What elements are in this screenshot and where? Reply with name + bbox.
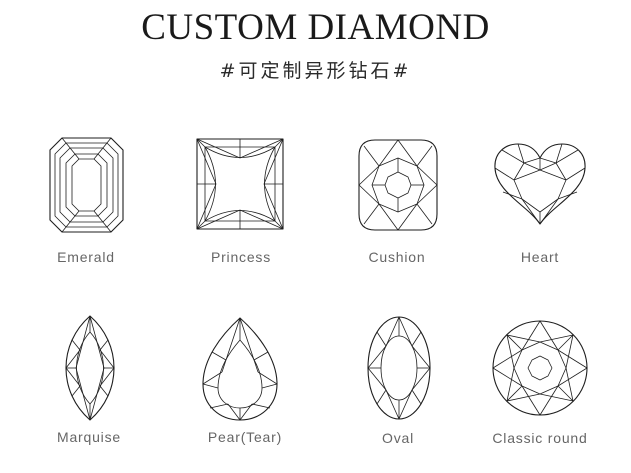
round-cut-icon — [492, 320, 588, 416]
shape-label-princess: Princess — [210, 249, 272, 265]
emerald-cut-icon — [49, 137, 124, 233]
oval-cut-icon — [367, 316, 431, 420]
princess-cut-icon — [196, 138, 284, 230]
shape-label-emerald: Emerald — [57, 249, 115, 265]
shape-label-heart: Heart — [520, 249, 560, 265]
pear-cut-icon — [202, 317, 278, 421]
shape-label-cushion: Cushion — [368, 249, 426, 265]
shape-label-oval: Oval — [382, 430, 414, 446]
marquise-cut-icon — [65, 315, 115, 421]
heart-cut-icon — [494, 143, 586, 225]
page-title: CUSTOM DIAMOND — [141, 7, 490, 48]
cushion-cut-icon — [358, 139, 438, 231]
page-subtitle: #可定制异形钻石# — [219, 60, 412, 82]
shape-label-pear: Pear(Tear) — [207, 429, 283, 445]
shape-label-round: Classic round — [492, 430, 588, 446]
shape-label-marquise: Marquise — [57, 429, 121, 445]
